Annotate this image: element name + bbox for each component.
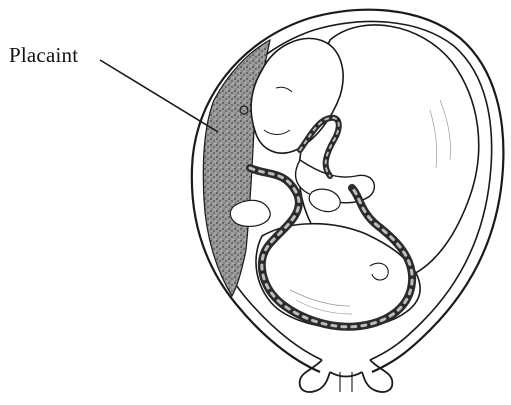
cervix: [300, 360, 393, 392]
fetus-foot: [230, 200, 270, 226]
label-leader-line: [100, 60, 218, 132]
placenta-label: Placaint: [9, 43, 78, 68]
